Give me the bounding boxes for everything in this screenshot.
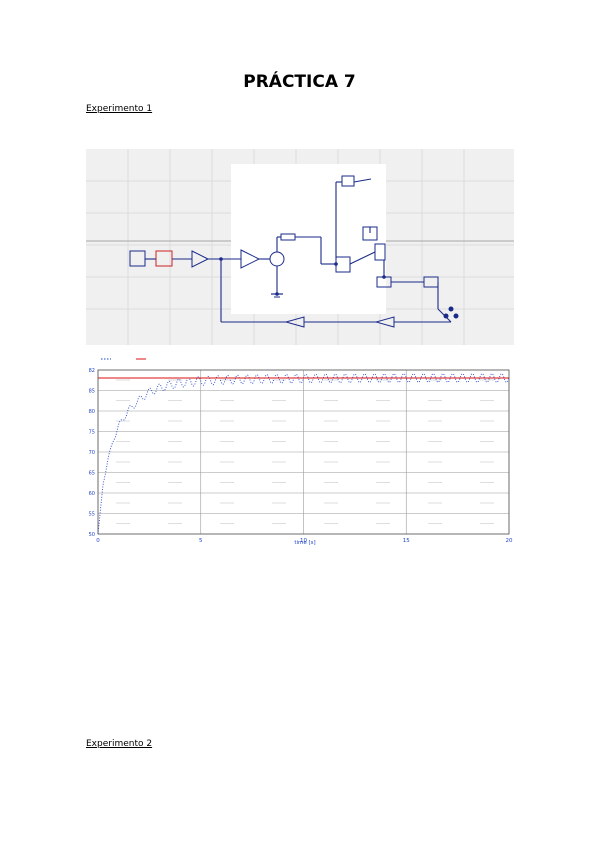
x-tick-label: 20 (506, 538, 513, 544)
y-tick-label: 50 (89, 532, 95, 538)
x-axis-label: time [s] (294, 540, 315, 546)
y-tick-label: 55 (89, 512, 95, 518)
simulation-plot: 82 85 80 75 70 65 60 55 500 5 10 15 20 time [s] (86, 352, 514, 548)
sensor-block-top (341, 175, 355, 187)
y-tick-label: 75 (89, 430, 95, 436)
page-title: PRÁCTICA 7 (243, 72, 356, 92)
plot-grid (97, 369, 510, 535)
y-tick-label: 70 (89, 450, 95, 456)
y-tick-label: 60 (89, 491, 95, 497)
diagram-white-area (231, 164, 386, 314)
x-tick-label: 5 (199, 538, 203, 544)
section-heading-experimento-2: Experimento 2 (86, 739, 153, 749)
block-diagram (86, 149, 514, 345)
y-tick-label: 85 (89, 389, 95, 395)
diagram-wires (145, 178, 452, 323)
plot-axes (97, 369, 510, 535)
y-tick-label: 82 (89, 368, 95, 374)
plot-marks (97, 373, 510, 535)
y-tick-label: 80 (89, 409, 95, 415)
x-tick-label: 10 (300, 538, 307, 544)
plot-frame (97, 369, 510, 535)
x-tick-label: 0 (96, 538, 100, 544)
plot-ticks: 82 85 80 75 70 65 60 55 500 5 10 15 20 (89, 368, 513, 544)
x-tick-label: 15 (403, 538, 410, 544)
section-heading-experimento-1: Experimento 1 (86, 104, 153, 114)
y-tick-label: 65 (89, 471, 95, 477)
